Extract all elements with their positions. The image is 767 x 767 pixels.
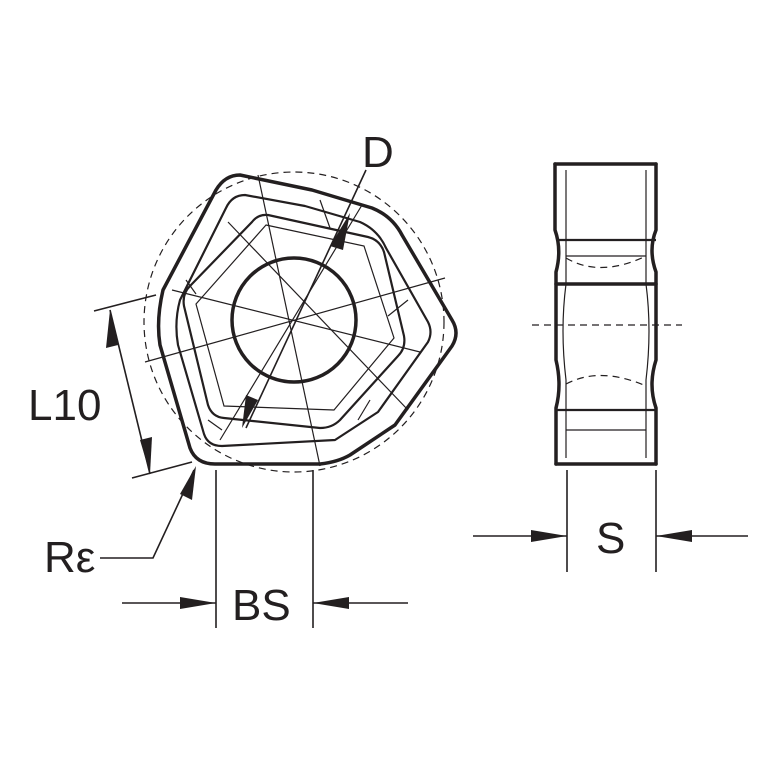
center-line-1 <box>144 277 446 363</box>
corner-rib-3 <box>357 399 371 421</box>
wiper-length-dimension: BS <box>122 470 408 630</box>
corner-radius-leader <box>100 469 195 559</box>
thickness-dimension: S <box>473 470 748 572</box>
diameter-label: D <box>362 128 394 177</box>
diameter-leader-line <box>245 169 367 429</box>
center-line-4 <box>227 221 409 411</box>
insert-inner-pentagon <box>182 213 406 430</box>
insert-outer-contour <box>156 173 458 466</box>
edge-length-dimension: L10 <box>28 294 193 479</box>
edge-length-ext-bottom <box>131 461 193 479</box>
thickness-arrow-right <box>656 530 692 542</box>
center-hole <box>230 256 358 384</box>
insert-land-contour <box>175 193 432 448</box>
thickness-label: S <box>596 514 625 563</box>
edge-length-arrow-top <box>106 310 118 348</box>
edge-length-label: L10 <box>28 381 101 430</box>
corner-radius-dimension: Rε <box>44 466 196 582</box>
diameter-arrow-bottom <box>242 395 258 428</box>
inscribed-circle <box>143 171 445 473</box>
side-inner-left <box>562 170 567 458</box>
insert-front-view <box>143 171 458 473</box>
corner-rib-4 <box>207 419 223 431</box>
side-hole-top <box>565 255 647 269</box>
insert-side-view <box>532 162 682 466</box>
wiper-length-label: BS <box>232 581 291 630</box>
wiper-arrow-right <box>313 597 349 609</box>
side-hole-bottom <box>565 374 647 387</box>
side-outer-right <box>650 162 658 466</box>
edge-length-arrow-bottom <box>140 437 152 474</box>
corner-radius-label: Rε <box>44 533 95 582</box>
center-line-2 <box>257 174 321 467</box>
wiper-arrow-left <box>180 597 216 609</box>
insert-inner-pentagon-outline <box>195 224 395 411</box>
corner-rib-5 <box>185 279 197 295</box>
edge-length-ext-top <box>93 294 157 312</box>
thickness-arrow-left <box>531 530 567 542</box>
diameter-arrow-top <box>330 213 350 250</box>
diameter-dimension: D <box>242 128 394 429</box>
corner-radius-arrow <box>180 466 196 500</box>
side-inner-right <box>645 170 650 458</box>
corner-rib-2 <box>387 299 409 317</box>
corner-rib-1 <box>319 199 331 229</box>
side-outer-left <box>553 162 561 466</box>
